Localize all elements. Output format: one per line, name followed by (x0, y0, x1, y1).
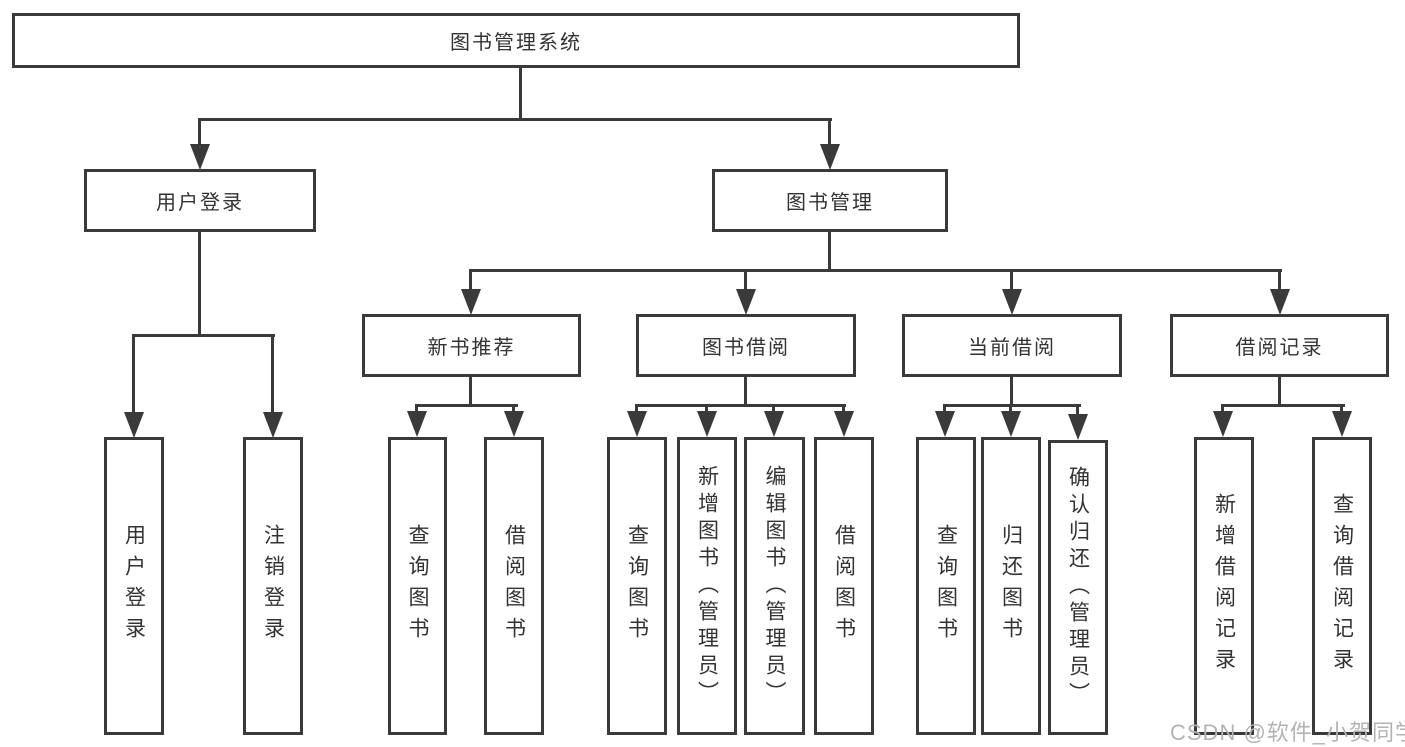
leaf-borrow-books-2-label: 借阅图书 (832, 524, 856, 648)
connector-hline (415, 404, 518, 407)
node-book-management: 图书管理 (712, 169, 948, 232)
leaf-user-login: 用户登录 (104, 437, 164, 735)
leaf-add-borrow-record: 新增借阅记录 (1194, 437, 1254, 735)
arrow-down-icon (820, 144, 840, 170)
leaf-edit-book-admin-label: 编辑图书（管理员） (763, 464, 786, 708)
node-new-book-recommend: 新书推荐 (362, 314, 581, 377)
leaf-confirm-return-admin: 确认归还（管理员） (1048, 440, 1108, 735)
arrow-down-icon (504, 411, 524, 437)
connector-vline (943, 404, 946, 414)
node-book-management-label: 图书管理 (786, 192, 874, 214)
connector-vline (1010, 377, 1013, 407)
leaf-query-books-2: 查询图书 (607, 437, 667, 735)
connector-vline (469, 269, 472, 293)
leaf-query-borrow-record-label: 查询借阅记录 (1330, 493, 1354, 679)
connector-vline (635, 404, 638, 414)
node-root-label: 图书管理系统 (450, 32, 582, 54)
connector-vline (198, 232, 201, 337)
leaf-borrow-books-1-label: 借阅图书 (502, 524, 526, 648)
arrow-down-icon (1001, 411, 1021, 437)
connector-hline (635, 404, 846, 407)
leaf-query-books-2-label: 查询图书 (625, 524, 649, 648)
connector-vline (1278, 377, 1281, 407)
arrow-down-icon (1270, 289, 1290, 315)
node-current-borrow: 当前借阅 (902, 314, 1122, 377)
arrow-down-icon (263, 412, 283, 438)
connector-hline (943, 404, 1081, 407)
arrow-down-icon (461, 289, 481, 315)
node-borrow-records: 借阅记录 (1170, 314, 1389, 377)
node-user-login-label: 用户登录 (156, 192, 244, 214)
connector-vline (744, 269, 747, 293)
arrow-down-icon (1332, 411, 1352, 437)
leaf-return-book: 归还图书 (981, 437, 1041, 735)
arrow-down-icon (407, 411, 427, 437)
leaf-borrow-books-1: 借阅图书 (484, 437, 544, 735)
arrow-down-icon (627, 411, 647, 437)
arrow-down-icon (736, 289, 756, 315)
node-borrow-records-label: 借阅记录 (1235, 337, 1324, 359)
leaf-logout-label: 注销登录 (261, 524, 285, 648)
connector-vline (1278, 269, 1281, 293)
leaf-query-books-1-label: 查询图书 (406, 524, 429, 648)
node-book-borrow: 图书借阅 (636, 314, 856, 377)
leaf-return-book-label: 归还图书 (999, 524, 1023, 648)
connector-vline (1340, 404, 1343, 414)
arrow-down-icon (834, 411, 854, 437)
leaf-query-books-1: 查询图书 (388, 437, 447, 735)
leaf-query-books-3: 查询图书 (916, 437, 976, 735)
connector-vline (415, 404, 418, 414)
leaf-add-book-admin-label: 新增图书（管理员） (695, 464, 719, 708)
connector-vline (519, 67, 522, 120)
leaf-query-books-3-label: 查询图书 (934, 524, 958, 648)
connector-vline (744, 377, 747, 407)
leaf-logout: 注销登录 (243, 437, 303, 735)
connector-vline (1221, 404, 1224, 414)
connector-vline (1009, 404, 1012, 414)
connector-vline (705, 404, 708, 414)
arrow-down-icon (124, 412, 144, 438)
connector-vline (1010, 269, 1013, 293)
node-book-borrow-label: 图书借阅 (702, 337, 790, 359)
connector-vline (842, 404, 845, 414)
connector-hline (198, 118, 832, 121)
arrow-down-icon (697, 411, 717, 437)
leaf-query-borrow-record: 查询借阅记录 (1312, 437, 1372, 735)
connector-vline (828, 118, 831, 148)
connector-hline (469, 269, 1282, 272)
arrow-down-icon (1002, 289, 1022, 315)
connector-hline (1221, 404, 1345, 407)
node-user-login: 用户登录 (84, 169, 316, 232)
node-new-book-recommend-label: 新书推荐 (427, 337, 516, 359)
node-root: 图书管理系统 (12, 13, 1020, 68)
connector-vline (469, 377, 472, 407)
node-current-borrow-label: 当前借阅 (968, 337, 1056, 359)
connector-vline (512, 404, 515, 414)
leaf-borrow-books-2: 借阅图书 (814, 437, 874, 735)
watermark: CSDN @软件_小贺同学 (1170, 720, 1405, 745)
connector-vline (271, 334, 274, 416)
leaf-add-borrow-record-label: 新增借阅记录 (1212, 493, 1236, 679)
arrow-down-icon (190, 144, 210, 170)
leaf-add-book-admin: 新增图书（管理员） (677, 437, 737, 735)
arrow-down-icon (1213, 411, 1233, 437)
connector-vline (198, 118, 201, 148)
connector-vline (1076, 404, 1079, 416)
connector-vline (772, 404, 775, 414)
arrow-down-icon (764, 411, 784, 437)
leaf-user-login-label: 用户登录 (122, 524, 146, 648)
connector-vline (132, 334, 135, 416)
connector-hline (132, 334, 275, 337)
leaf-confirm-return-admin-label: 确认归还（管理员） (1066, 466, 1090, 709)
leaf-edit-book-admin: 编辑图书（管理员） (744, 437, 805, 735)
connector-vline (828, 232, 831, 272)
arrow-down-icon (1068, 414, 1088, 440)
arrow-down-icon (935, 411, 955, 437)
